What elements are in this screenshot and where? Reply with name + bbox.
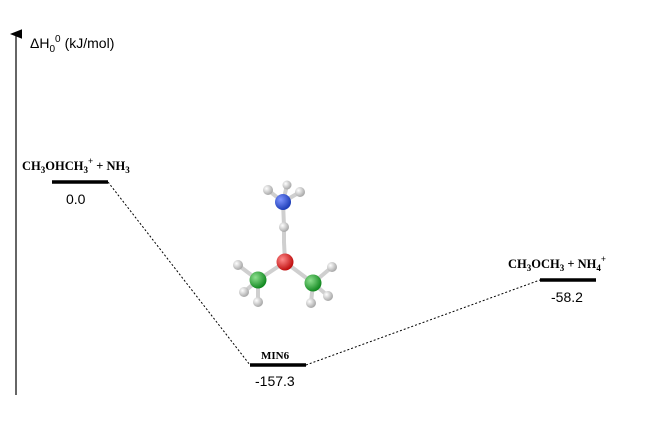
atom-h [279, 222, 289, 232]
atom-h [327, 262, 337, 272]
atom-h [233, 260, 243, 270]
atom-h [263, 185, 273, 195]
axis-label-sup: 0 [55, 34, 61, 45]
axis-label-sub: 0 [49, 44, 55, 55]
products-label: CH3OCH3 + NH4+ [508, 254, 606, 273]
atom-h [253, 297, 263, 307]
axis-label: ΔH00(kJ/mol) [30, 34, 114, 55]
atom-c [304, 274, 322, 292]
min6-value: -157.3 [255, 373, 295, 389]
atom-o [276, 253, 294, 271]
atom-h [306, 298, 316, 308]
atom-h [239, 287, 249, 297]
axis-label-unit: (kJ/mol) [65, 35, 115, 51]
atom-h [282, 180, 292, 190]
reactants-value: 0.0 [66, 191, 86, 207]
atom-n [275, 194, 291, 210]
atom-h [323, 291, 333, 301]
atom-c [249, 271, 267, 289]
min6-label: MIN6 [261, 350, 290, 362]
products-value: -58.2 [551, 289, 583, 305]
connector-min6-to-products [305, 279, 541, 366]
atom-h [295, 187, 305, 197]
reactants-label: CH3OHCH3+ + NH3 [22, 156, 130, 175]
molecule-structure [233, 180, 337, 308]
connector-reactants-to-min6 [107, 181, 251, 366]
axis-label-main: ΔH [30, 35, 49, 51]
